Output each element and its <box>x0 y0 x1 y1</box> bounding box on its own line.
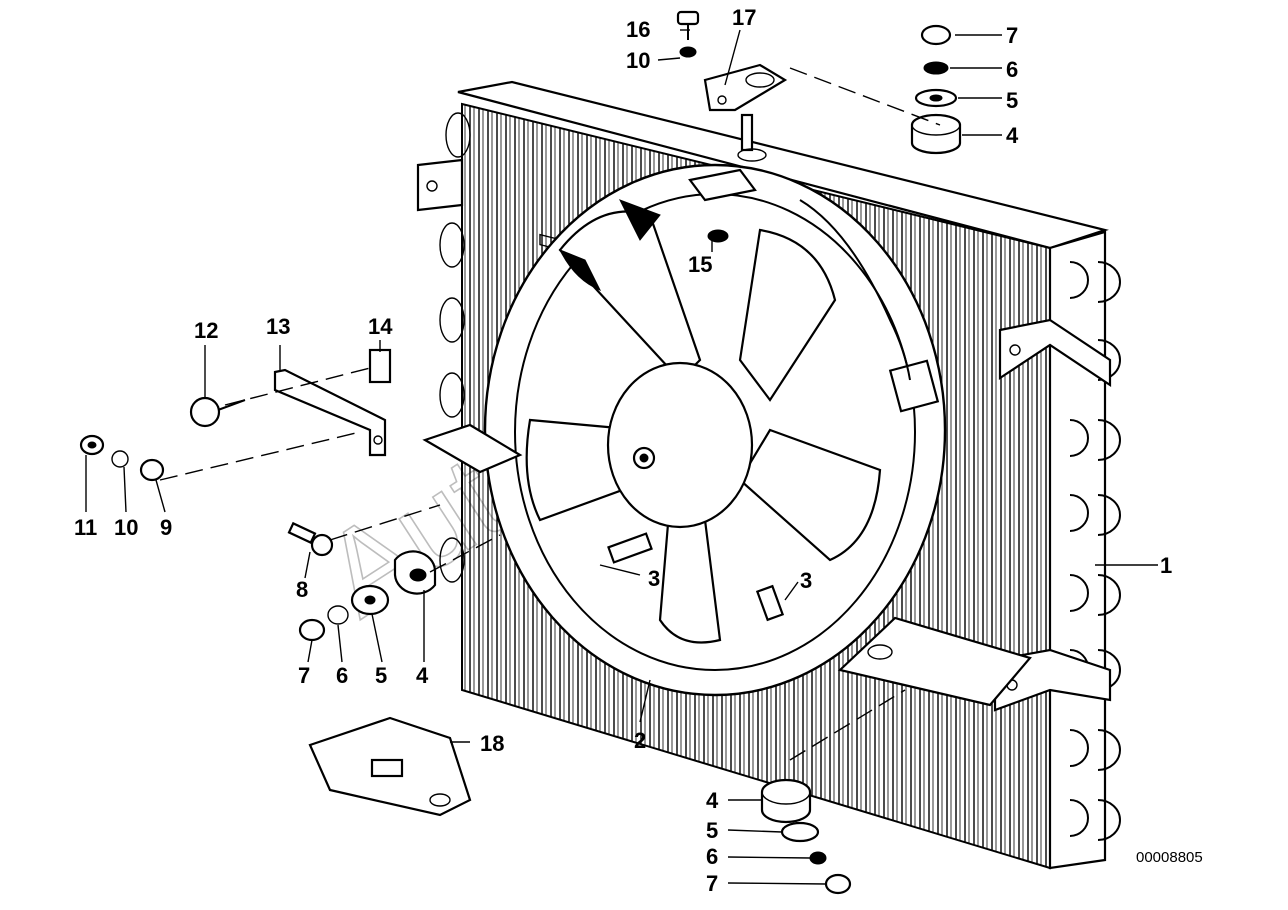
callout-3b: 3 <box>800 568 812 593</box>
callout-16: 16 <box>626 17 650 42</box>
callout-7-left: 7 <box>298 663 310 688</box>
callout-10-top: 10 <box>626 48 650 73</box>
callout-13: 13 <box>266 314 290 339</box>
cover-plate <box>308 716 472 817</box>
callout-4-top: 4 <box>1006 123 1019 148</box>
callout-10-left: 10 <box>114 515 138 540</box>
fan-blades <box>525 199 882 644</box>
callout-6-bottom: 6 <box>706 844 718 869</box>
callout-5-left: 5 <box>375 663 387 688</box>
callout-labels: 1 2 3 3 4 4 4 5 5 5 6 6 6 7 7 7 8 9 10 1… <box>74 5 1172 896</box>
callout-7-top: 7 <box>1006 23 1018 48</box>
callout-11: 11 <box>74 515 97 540</box>
callout-4-left: 4 <box>416 663 429 688</box>
callout-3a: 3 <box>648 566 660 591</box>
callout-2: 2 <box>634 728 646 753</box>
callout-9: 9 <box>160 515 172 540</box>
callout-7-bottom: 7 <box>706 871 718 896</box>
callout-17: 17 <box>732 5 756 30</box>
callout-15: 15 <box>688 252 712 277</box>
callout-6-left: 6 <box>336 663 348 688</box>
callout-8: 8 <box>296 577 308 602</box>
callout-14: 14 <box>368 314 393 339</box>
left-coil-loops <box>439 112 471 583</box>
callout-18: 18 <box>480 731 504 756</box>
hardware-top-right <box>910 24 962 155</box>
callout-5-bottom: 5 <box>706 818 718 843</box>
hardware-bottom <box>760 778 852 895</box>
callout-5-top: 5 <box>1006 88 1018 113</box>
hardware-left <box>79 348 437 642</box>
callout-1: 1 <box>1160 553 1172 578</box>
bolts-3 <box>607 532 785 622</box>
callout-4-bottom: 4 <box>706 788 719 813</box>
callout-6-top: 6 <box>1006 57 1018 82</box>
hardware-top-left <box>676 10 788 243</box>
callout-12: 12 <box>194 318 218 343</box>
leader-lines <box>85 29 1158 885</box>
document-number: 00008805 <box>1136 849 1203 866</box>
